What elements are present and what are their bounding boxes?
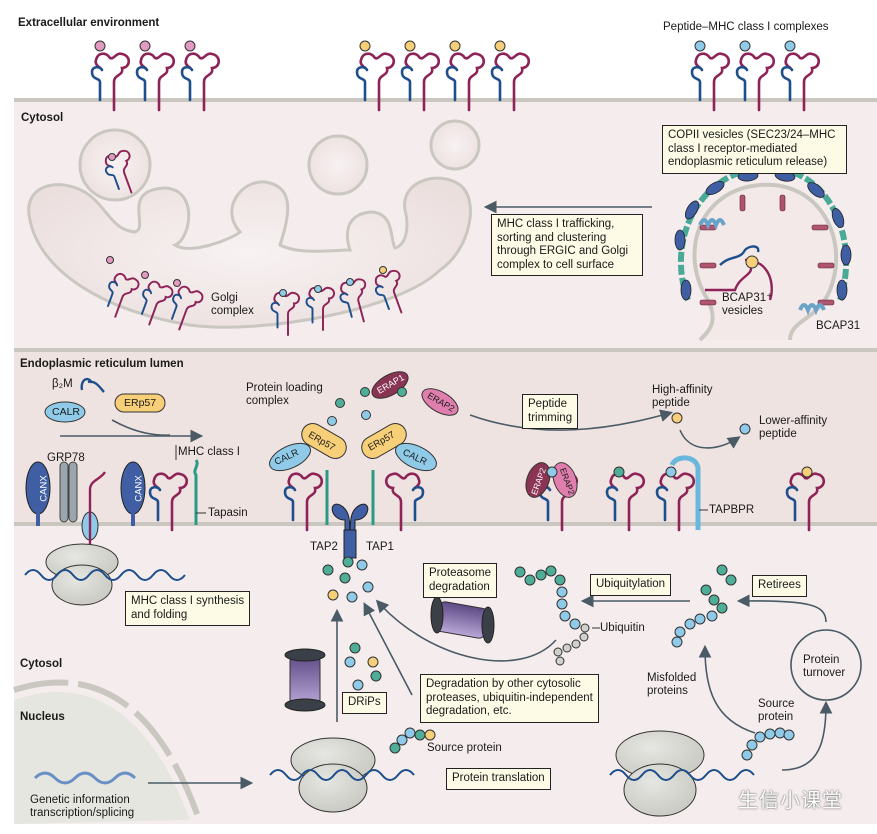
label-calr-left: CALR — [52, 406, 81, 418]
callout-trafficking-line-4: complex to cell surface — [497, 258, 614, 271]
label-erp57-left: ERp57 — [124, 397, 157, 409]
er-mhc-loaded — [525, 455, 826, 532]
label-plc-2: complex — [246, 395, 289, 407]
callout-trafficking-line-1: MHC class I trafficking, — [497, 218, 615, 230]
golgi-complex — [27, 119, 481, 329]
callout-other-degradation-line-1: Degradation by other cytosolic — [426, 678, 581, 690]
golgi-mhc — [98, 148, 413, 336]
label-genetic-1: Genetic information — [30, 794, 130, 806]
label-misfolded-2: proteins — [647, 685, 688, 697]
ubiquitylated-protein — [514, 565, 590, 666]
region-label-nucleus: Nucleus — [20, 711, 65, 723]
region-label-cytosol-bottom: Cytosol — [20, 658, 63, 670]
label-grp78: GRP78 — [47, 452, 85, 464]
label-tapasin: Tapasin — [208, 507, 248, 519]
label-golgi-2: complex — [211, 305, 254, 317]
label-canx-2: CANX — [133, 475, 145, 502]
label-ubiquitin: Ubiquitin — [600, 622, 645, 634]
label-turnover-1: Protein — [803, 654, 840, 666]
nucleus-shape — [14, 692, 190, 824]
label-misfolded-1: Misfolded — [647, 672, 697, 684]
callout-protein-translation: Protein translation — [446, 768, 551, 790]
callout-synthesis-line-1: MHC class I synthesis — [131, 595, 245, 607]
turnover-cycle — [790, 629, 862, 701]
callout-trimming-line-2: trimming — [528, 411, 573, 424]
callout-drips: DRiPs — [342, 692, 387, 714]
label-source-protein-center: Source protein — [427, 742, 502, 754]
watermark: 生信小课堂 — [738, 790, 843, 812]
callout-synthesis-line-2: and folding — [131, 608, 188, 621]
label-tapbpr: TAPBPR — [709, 504, 755, 516]
label-mhc-class-i: MHC class I — [178, 446, 240, 458]
label-bcap31-vesicles-1: BCAP31⁺ — [722, 292, 773, 304]
callout-copii-line-2: class I receptor-mediated — [668, 142, 798, 155]
mrna-strands — [24, 569, 755, 785]
label-genetic-2: transcription/splicing — [30, 807, 135, 819]
label-canx-1: CANX — [38, 475, 50, 502]
callout-trafficking-line-3: through ERGIC and Golgi — [497, 245, 629, 257]
peptide-cloud-cytosol — [322, 556, 382, 691]
nuclear-envelope — [13, 679, 203, 823]
region-label-er-lumen: Endoplasmic reticulum lumen — [20, 358, 184, 370]
callout-proteasome-line-1: Proteasome — [429, 567, 492, 579]
surface-mhc-complexes — [90, 40, 821, 112]
region-label-cytosol-top: Cytosol — [21, 112, 64, 124]
callout-other-degradation: Degradation by other cytosolic proteases… — [420, 674, 599, 723]
callout-trafficking: MHC class I trafficking, sorting and clu… — [491, 214, 643, 276]
callout-synthesis: MHC class I synthesis and folding — [125, 591, 251, 626]
label-turnover-2: turnover — [803, 667, 846, 679]
callout-peptide-trimming: Peptide trimming — [522, 394, 579, 429]
er-membrane-bottom — [14, 522, 877, 526]
callout-copii-line-1: COPII vesicles (SEC23/24–MHC — [668, 129, 836, 141]
callout-copii: COPII vesicles (SEC23/24–MHC class I rec… — [662, 125, 847, 174]
er-components — [25, 377, 206, 580]
label-bcap31-vesicles-2: vesicles — [722, 305, 763, 317]
label-peptide-mhc: Peptide–MHC class I complexes — [663, 21, 829, 33]
label-plc-1: Protein loading — [246, 382, 323, 394]
label-b2m: β₂M — [52, 378, 73, 390]
label-tap2: TAP2 — [310, 541, 338, 553]
peptide-loading-complex — [269, 371, 459, 559]
callout-other-degradation-line-3: degradation, etc. — [426, 705, 512, 717]
plasma-membrane — [14, 98, 877, 102]
label-source-protein-right-2: protein — [758, 711, 794, 723]
callout-retirees: Retirees — [752, 575, 807, 597]
callout-proteasome-line-2: degradation — [429, 580, 490, 593]
label-source-protein-right-1: Source — [758, 698, 795, 710]
label-high-affinity-1: High-affinity — [652, 384, 713, 396]
label-golgi-1: Golgi — [211, 292, 238, 304]
proteasomes — [284, 596, 495, 712]
label-lower-affinity-1: Lower-affinity — [759, 415, 828, 427]
misfolded-protein — [671, 564, 737, 648]
label-tap1: TAP1 — [366, 541, 394, 553]
callout-copii-line-3: endoplasmic reticulum release) — [668, 156, 828, 168]
callout-ubiquitylation: Ubiquitylation — [590, 574, 672, 596]
label-bcap31: BCAP31 — [816, 320, 861, 332]
callout-trimming-line-1: Peptide — [528, 398, 568, 410]
er-membrane-top — [14, 348, 877, 352]
label-high-affinity-2: peptide — [652, 397, 690, 409]
callout-trafficking-line-2: sorting and clustering — [497, 231, 607, 244]
label-lower-affinity-2: peptide — [759, 428, 797, 440]
copii-vesicle — [674, 164, 852, 342]
callout-other-degradation-line-2: proteases, ubiquitin-independent — [426, 691, 593, 704]
arrow-peptide-trimming — [469, 409, 674, 431]
region-label-extracellular: Extracellular environment — [18, 17, 160, 29]
callout-proteasome: Proteasome degradation — [423, 563, 498, 598]
source-protein-chains — [389, 727, 795, 761]
